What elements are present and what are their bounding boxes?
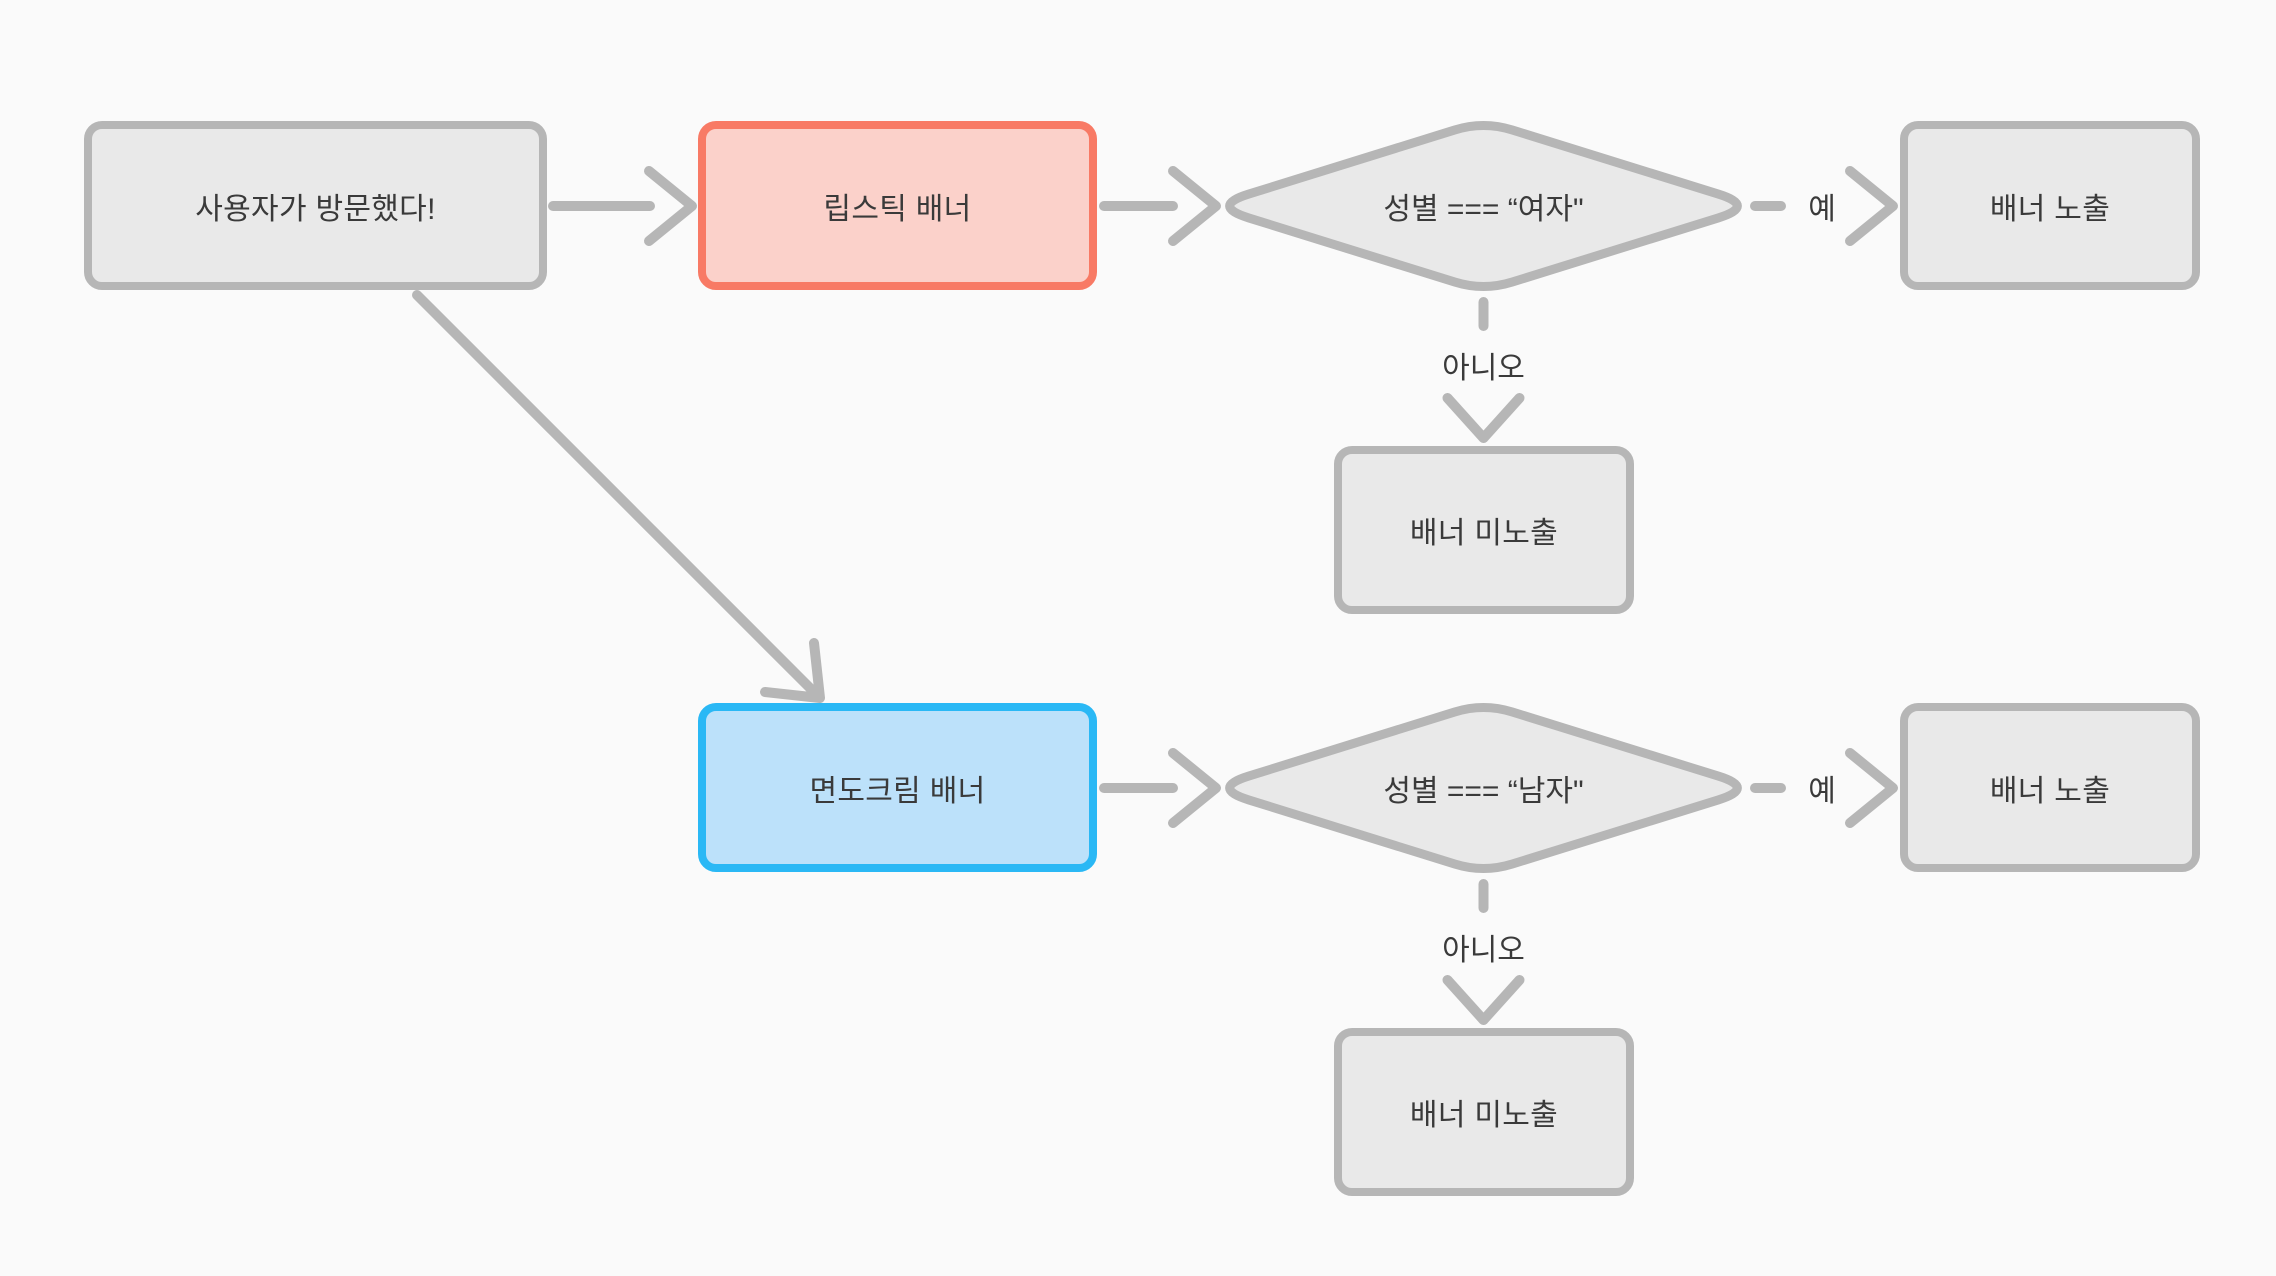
edge-label-yes-male: 예 [1808, 775, 1836, 808]
edge-label-no-male: 아니오 [1442, 934, 1525, 967]
edge-start-to-shaving-line [412, 290, 821, 699]
node-lipstick-banner-label: 립스틱 배너 [823, 192, 972, 226]
node-show-banner-male: 배너 노출 [1900, 703, 2200, 872]
edge-yes-female-arrowhead [1845, 166, 1898, 246]
node-lipstick-banner: 립스틱 배너 [698, 121, 1097, 290]
node-shaving-cream-banner-label: 면도크림 배너 [809, 774, 986, 808]
edge-label-no-female: 아니오 [1442, 352, 1525, 385]
edge-yes-male-arrowhead [1845, 748, 1898, 828]
node-hide-banner-male: 배너 미노출 [1334, 1028, 1634, 1196]
node-start: 사용자가 방문했다! [84, 121, 547, 290]
edge-label-yes-female: 예 [1808, 193, 1836, 226]
node-hide-banner-male-label: 배너 미노출 [1409, 1099, 1559, 1132]
node-start-label: 사용자가 방문했다! [195, 192, 436, 226]
node-show-banner-female: 배너 노출 [1900, 121, 2200, 290]
edge-lipstick-to-decision-arrowhead [1168, 166, 1221, 246]
node-show-banner-male-label: 배너 노출 [1989, 774, 2111, 808]
edge-start-to-shaving-arrowhead [760, 638, 825, 703]
edge-no-male-arrowhead [1442, 975, 1525, 1025]
node-hide-banner-female: 배너 미노출 [1334, 446, 1634, 614]
node-hide-banner-female-label: 배너 미노출 [1409, 517, 1559, 550]
node-decision-male-shape [1225, 702, 1742, 874]
node-shaving-cream-banner: 면도크림 배너 [698, 703, 1097, 872]
edge-no-female-arrowhead [1442, 393, 1525, 443]
node-show-banner-female-label: 배너 노출 [1989, 192, 2111, 226]
edge-start-to-lipstick-arrowhead [644, 166, 697, 246]
node-decision-female-shape [1225, 120, 1742, 292]
edge-shaving-to-decision-arrowhead [1168, 748, 1221, 828]
node-decision-female-label: 성별 === “여자" [1383, 193, 1584, 226]
node-decision-male-label: 성별 === “남자" [1383, 775, 1584, 808]
